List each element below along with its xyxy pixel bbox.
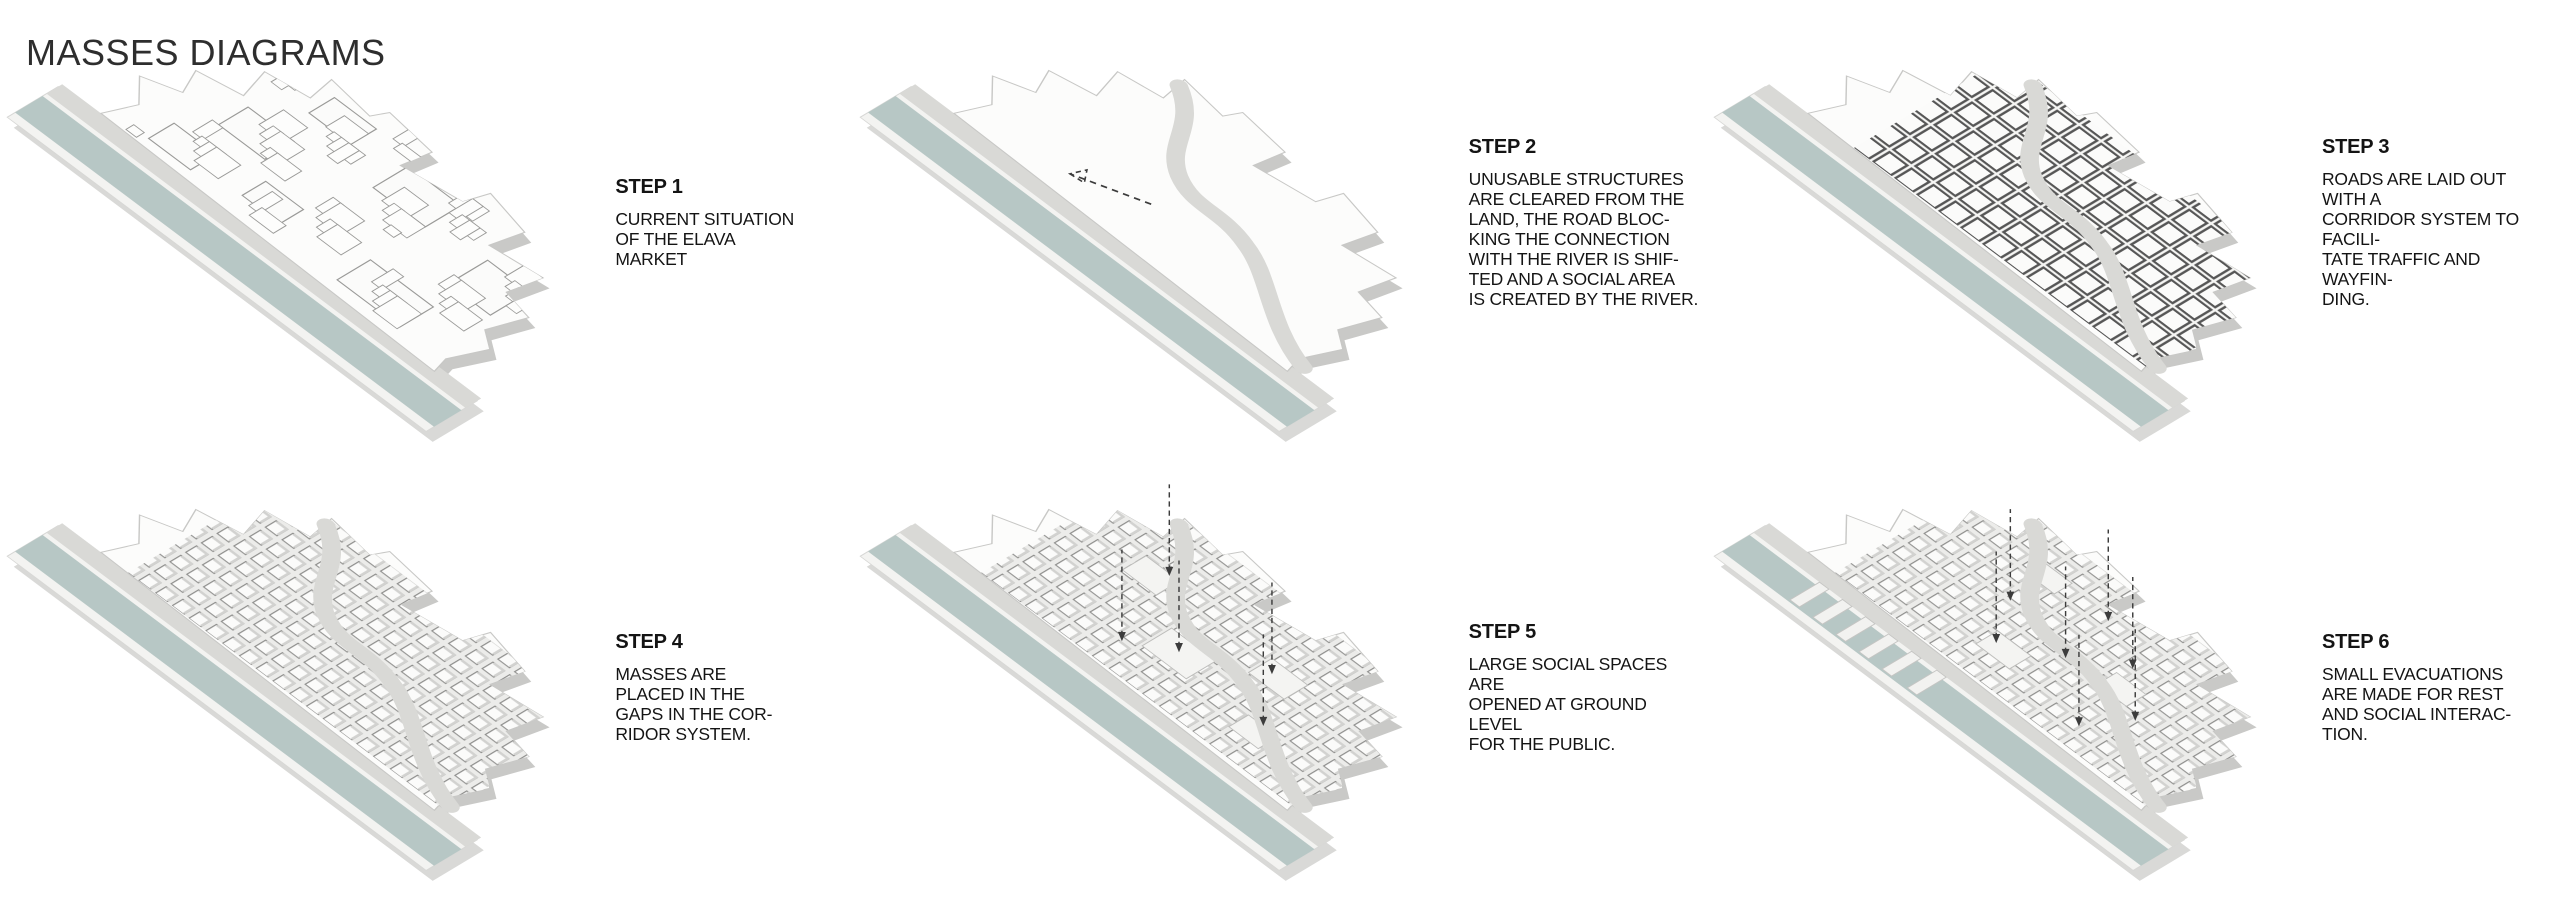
page-title: MASSES DIAGRAMS bbox=[26, 32, 386, 74]
step-description: CURRENT SITUATION OF THE ELAVA MARKET bbox=[615, 209, 795, 269]
step-5-caption: STEP 5 LARGE SOCIAL SPACES ARE OPENED AT… bbox=[1469, 621, 1707, 755]
step-2-caption: STEP 2 UNUSABLE STRUCTURES ARE CLEARED F… bbox=[1469, 136, 1707, 310]
step-2-illustration bbox=[853, 34, 1468, 472]
step-6-caption: STEP 6 SMALL EVACUATIONS ARE MADE FOR RE… bbox=[2322, 631, 2560, 745]
step-4-caption: STEP 4 MASSES ARE PLACED IN THE GAPS IN … bbox=[615, 631, 853, 745]
step-3-panel: STEP 3 ROADS ARE LAID OUT WITH A CORRIDO… bbox=[1707, 34, 2560, 472]
diagram-grid: STEP 1 CURRENT SITUATION OF THE ELAVA MA… bbox=[0, 34, 2560, 912]
step-3-illustration bbox=[1707, 34, 2322, 472]
step-description: ROADS ARE LAID OUT WITH A CORRIDOR SYSTE… bbox=[2321, 169, 2520, 309]
step-1-panel: STEP 1 CURRENT SITUATION OF THE ELAVA MA… bbox=[0, 34, 853, 472]
step-label: STEP 5 bbox=[1468, 621, 1537, 644]
step-description: UNUSABLE STRUCTURES ARE CLEARED FROM THE… bbox=[1468, 169, 1699, 309]
step-1-caption: STEP 1 CURRENT SITUATION OF THE ELAVA MA… bbox=[615, 176, 853, 270]
step-1-illustration bbox=[0, 34, 615, 472]
step-description: MASSES ARE PLACED IN THE GAPS IN THE COR… bbox=[615, 664, 773, 744]
step-5-panel: STEP 5 LARGE SOCIAL SPACES ARE OPENED AT… bbox=[853, 472, 1706, 912]
step-label: STEP 2 bbox=[1468, 136, 1537, 159]
step-label: STEP 3 bbox=[2321, 136, 2390, 159]
step-4-panel: STEP 4 MASSES ARE PLACED IN THE GAPS IN … bbox=[0, 472, 853, 912]
step-label: STEP 4 bbox=[615, 631, 683, 654]
step-3-caption: STEP 3 ROADS ARE LAID OUT WITH A CORRIDO… bbox=[2322, 136, 2560, 310]
step-label: STEP 6 bbox=[2321, 631, 2390, 654]
step-label: STEP 1 bbox=[615, 176, 683, 199]
step-6-illustration bbox=[1707, 472, 2322, 912]
step-description: SMALL EVACUATIONS ARE MADE FOR REST AND … bbox=[2321, 664, 2512, 744]
step-5-illustration bbox=[853, 472, 1468, 912]
step-description: LARGE SOCIAL SPACES ARE OPENED AT GROUND… bbox=[1468, 654, 1668, 754]
step-4-illustration bbox=[0, 472, 615, 912]
step-6-panel: STEP 6 SMALL EVACUATIONS ARE MADE FOR RE… bbox=[1707, 472, 2560, 912]
step-2-panel: STEP 2 UNUSABLE STRUCTURES ARE CLEARED F… bbox=[853, 34, 1706, 472]
